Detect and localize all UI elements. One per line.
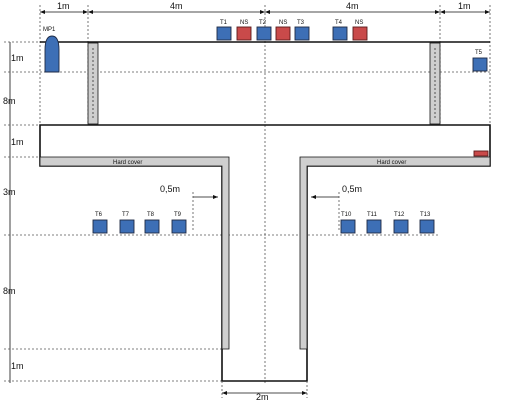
sensor-t3-label: T3 (297, 20, 305, 26)
sensor-t10 (340, 219, 356, 234)
left-cover-label: Hard cover (113, 160, 142, 166)
sensor-ns1 (236, 26, 252, 41)
dim-top-1m-right: 1m (458, 1, 471, 11)
sensor-t1 (216, 26, 232, 41)
sensor-t2-label: T2 (259, 20, 267, 26)
dim-left-1m-c: 1m (11, 361, 24, 371)
right-support-column (429, 42, 441, 125)
gap-left-dimension (192, 192, 218, 232)
gap-left-label: 0,5m (160, 184, 180, 194)
sensor-t12-label: T12 (394, 212, 405, 218)
sensor-t9-label: T9 (174, 212, 182, 218)
sensor-t1-label: T1 (220, 20, 228, 26)
sensor-t10-label: T10 (341, 212, 352, 218)
sensor-t13-label: T13 (420, 212, 431, 218)
sensor-ns1-label: NS (240, 20, 248, 26)
sensor-t6-label: T6 (95, 212, 103, 218)
right-hard-cover (299, 156, 491, 350)
mp1-label: MP1 (43, 27, 56, 33)
sensor-t5 (472, 57, 488, 72)
dim-top-4m-right: 4m (346, 1, 359, 11)
sensor-t4-label: T4 (335, 20, 343, 26)
sensor-t5-label: T5 (475, 50, 483, 56)
dim-left-8m-a: 8m (3, 96, 16, 106)
sensor-t7-label: T7 (122, 212, 130, 218)
sensor-t11 (366, 219, 382, 234)
mp1-probe (44, 35, 60, 73)
sensor-t4 (332, 26, 348, 41)
dim-left-1m-a: 1m (11, 53, 24, 63)
sensor-t2 (256, 26, 272, 41)
right-cover-label: Hard cover (377, 160, 406, 166)
sensor-t13 (419, 219, 435, 234)
sensor-t9 (171, 219, 187, 234)
dim-top-1m-left: 1m (57, 1, 70, 11)
sensor-t11-label: T11 (367, 212, 378, 218)
dim-top-4m-left: 4m (170, 1, 183, 11)
sensor-ns2 (275, 26, 291, 41)
left-dimension-line (4, 41, 490, 383)
gap-right-dimension (311, 192, 340, 232)
sensor-t6 (92, 219, 108, 234)
sensor-ns3-label: NS (355, 20, 363, 26)
sensor-t7 (119, 219, 135, 234)
dim-left-8m-b: 8m (3, 286, 16, 296)
sensor-ns3 (352, 26, 368, 41)
top-dimension-line (39, 5, 491, 385)
left-support-column (87, 42, 99, 125)
gap-right-label: 0,5m (342, 184, 362, 194)
bottom-2m-label: 2m (256, 392, 269, 400)
dim-left-3m: 3m (3, 187, 16, 197)
right-edge-red-sensor (473, 150, 489, 157)
sensor-t8-label: T8 (147, 212, 155, 218)
left-hard-cover (39, 156, 230, 350)
sensor-t3 (294, 26, 310, 41)
bottom-dimension-line (221, 381, 308, 398)
sensor-t12 (393, 219, 409, 234)
sensor-ns2-label: NS (279, 20, 287, 26)
dim-left-1m-b: 1m (11, 137, 24, 147)
sensor-t8 (144, 219, 160, 234)
